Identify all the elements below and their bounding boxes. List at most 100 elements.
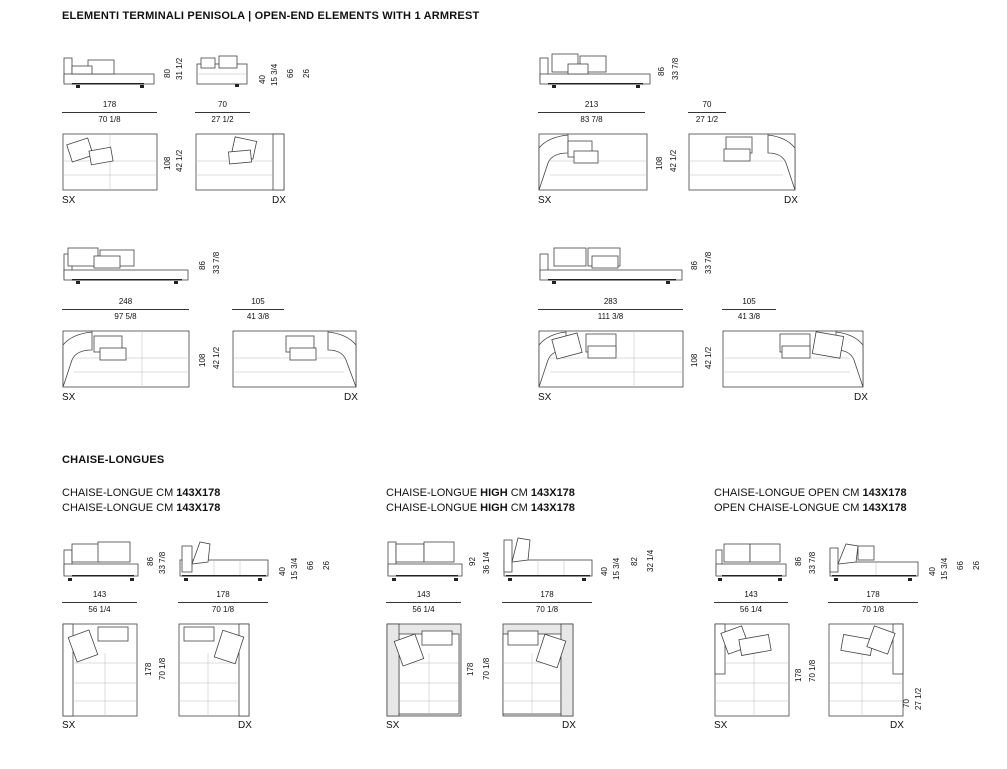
- side-w-in-213: 27 1/2: [695, 115, 719, 124]
- front-view-178: [63, 57, 155, 88]
- caption-it-chaise-open: CHAISE-LONGUE OPEN CM 143X178: [714, 487, 907, 499]
- side-w-in-chaise-open: 70 1/8: [861, 605, 885, 614]
- depth-in-248: 42 1/2: [212, 346, 221, 369]
- width-cm-chaise: 143: [92, 590, 107, 599]
- plan-view-chaise-dx: [178, 623, 250, 717]
- width-in-178: 70 1/8: [98, 115, 121, 124]
- chaise-open-side-h-15-3-4: 15 3/4: [940, 557, 949, 580]
- label-dx-chaise: DX: [238, 720, 252, 731]
- side-w-cm-chaise-high: 178: [540, 590, 554, 599]
- chaise-high-side-h-40: 40: [600, 567, 609, 576]
- plan-view-chaise-open-sx: [714, 623, 790, 717]
- label-sx-248: SX: [62, 392, 76, 403]
- depth-cm-283: 108: [690, 353, 699, 367]
- depth-cm-213: 108: [655, 156, 664, 170]
- plan-view-283-sx: [538, 330, 684, 388]
- side-view-178: [196, 55, 248, 87]
- label-dx-chaise-high: DX: [562, 720, 576, 731]
- height-cm-chaise-open: 86: [794, 557, 803, 566]
- width-cm-chaise-high: 143: [416, 590, 431, 599]
- label-sx-chaise: SX: [62, 720, 76, 731]
- plan-view-178-dx: [195, 133, 285, 191]
- label-sx-283: SX: [538, 392, 552, 403]
- plan-view-chaise-open-dx: [828, 623, 904, 717]
- depth-in-213: 42 1/2: [669, 149, 678, 172]
- caption-en-chaise: CHAISE-LONGUE CM 143X178: [62, 502, 221, 514]
- chaise-side-h-40: 40: [278, 567, 287, 576]
- side-w-in-283: 41 3/8: [737, 312, 761, 321]
- side-w-cm-178: 70: [218, 100, 227, 109]
- depth-cm-178: 108: [163, 156, 172, 170]
- chaise-high-side-h-82: 82: [630, 557, 639, 566]
- chaise-open-side-h-40: 40: [928, 567, 937, 576]
- label-dx-213: DX: [784, 195, 798, 206]
- plan-view-283-dx: [722, 330, 864, 388]
- plan-view-213-dx: [688, 133, 796, 191]
- front-view-213: [539, 53, 651, 88]
- side-w-cm-248: 105: [251, 297, 265, 306]
- arm-cm-chaise-open: 70: [902, 699, 911, 708]
- width-in-chaise: 56 1/4: [88, 605, 111, 614]
- chaise-high-side-h-32-1-4: 32 1/4: [646, 549, 655, 572]
- width-in-chaise-high: 56 1/4: [412, 605, 435, 614]
- side-view-chaise: [179, 541, 269, 581]
- height-in-283: 33 7/8: [704, 251, 713, 274]
- height-cm-178: 80: [163, 69, 172, 78]
- chaise-side-h-15-3-4: 15 3/4: [290, 557, 299, 580]
- side-w-cm-213: 70: [702, 100, 712, 109]
- side-w-cm-283: 105: [742, 297, 756, 306]
- height-cm-chaise-high: 92: [468, 557, 477, 566]
- label-dx-chaise-open: DX: [890, 720, 904, 731]
- caption-en-chaise-open: OPEN CHAISE-LONGUE CM 143X178: [714, 502, 907, 514]
- front-view-chaise-high: [387, 541, 463, 581]
- height-in-chaise-high: 36 1/4: [482, 551, 491, 574]
- label-dx-178: DX: [272, 195, 286, 206]
- side-h-66: 66: [286, 69, 295, 78]
- height-in-chaise: 33 7/8: [158, 551, 167, 574]
- side-view-chaise-open: [829, 543, 919, 581]
- caption-it-chaise-high: CHAISE-LONGUE HIGH CM 143X178: [386, 487, 575, 499]
- chaise-side-h-66: 66: [306, 561, 315, 570]
- side-w-cm-chaise: 178: [216, 590, 230, 599]
- side-view-chaise-high: [503, 537, 593, 581]
- depth-in-chaise-open: 70 1/8: [808, 659, 817, 682]
- label-sx-chaise-open: SX: [714, 720, 728, 731]
- side-w-in-178: 27 1/2: [211, 115, 234, 124]
- front-view-chaise: [63, 541, 139, 581]
- front-view-283: [539, 247, 683, 284]
- chaise-side-h-26: 26: [322, 561, 331, 570]
- width-in-213: 83 7/8: [580, 115, 603, 124]
- depth-in-chaise: 70 1/8: [158, 657, 167, 680]
- front-view-chaise-open: [715, 543, 787, 581]
- plan-view-chaise-high-dx: [502, 623, 574, 717]
- depth-cm-chaise-open: 178: [794, 668, 803, 682]
- plan-view-chaise-high-sx: [386, 623, 462, 717]
- chaise-high-side-h-15-3-4: 15 3/4: [612, 557, 621, 580]
- width-cm-283: 283: [603, 297, 618, 306]
- plan-view-213-sx: [538, 133, 648, 191]
- side-w-cm-chaise-open: 178: [866, 590, 880, 599]
- width-cm-178: 178: [102, 100, 117, 109]
- plan-view-chaise-sx: [62, 623, 138, 717]
- label-dx-283: DX: [854, 392, 868, 403]
- width-cm-213: 213: [584, 100, 599, 109]
- side-w-in-248: 41 3/8: [246, 312, 270, 321]
- width-in-chaise-open: 56 1/4: [739, 605, 763, 614]
- width-cm-248: 248: [118, 297, 133, 306]
- chaise-open-side-h-26: 26: [972, 561, 981, 570]
- depth-cm-chaise: 178: [144, 662, 153, 676]
- label-dx-248: DX: [344, 392, 358, 403]
- height-cm-213: 86: [657, 67, 666, 76]
- height-in-213: 33 7/8: [671, 57, 680, 80]
- front-view-248: [63, 247, 189, 284]
- height-cm-chaise: 86: [146, 557, 155, 566]
- caption-en-chaise-high: CHAISE-LONGUE HIGH CM 143X178: [386, 502, 575, 514]
- width-in-248: 97 5/8: [114, 312, 137, 321]
- arm-in-chaise-open: 27 1/2: [914, 687, 923, 710]
- height-in-178: 31 1/2: [175, 57, 184, 80]
- caption-it-chaise: CHAISE-LONGUE CM 143X178: [62, 487, 221, 499]
- plan-view-178-sx: [62, 133, 158, 191]
- side-h-40: 40: [258, 75, 267, 84]
- side-h-26: 26: [302, 69, 311, 78]
- width-cm-chaise-open: 143: [744, 590, 758, 599]
